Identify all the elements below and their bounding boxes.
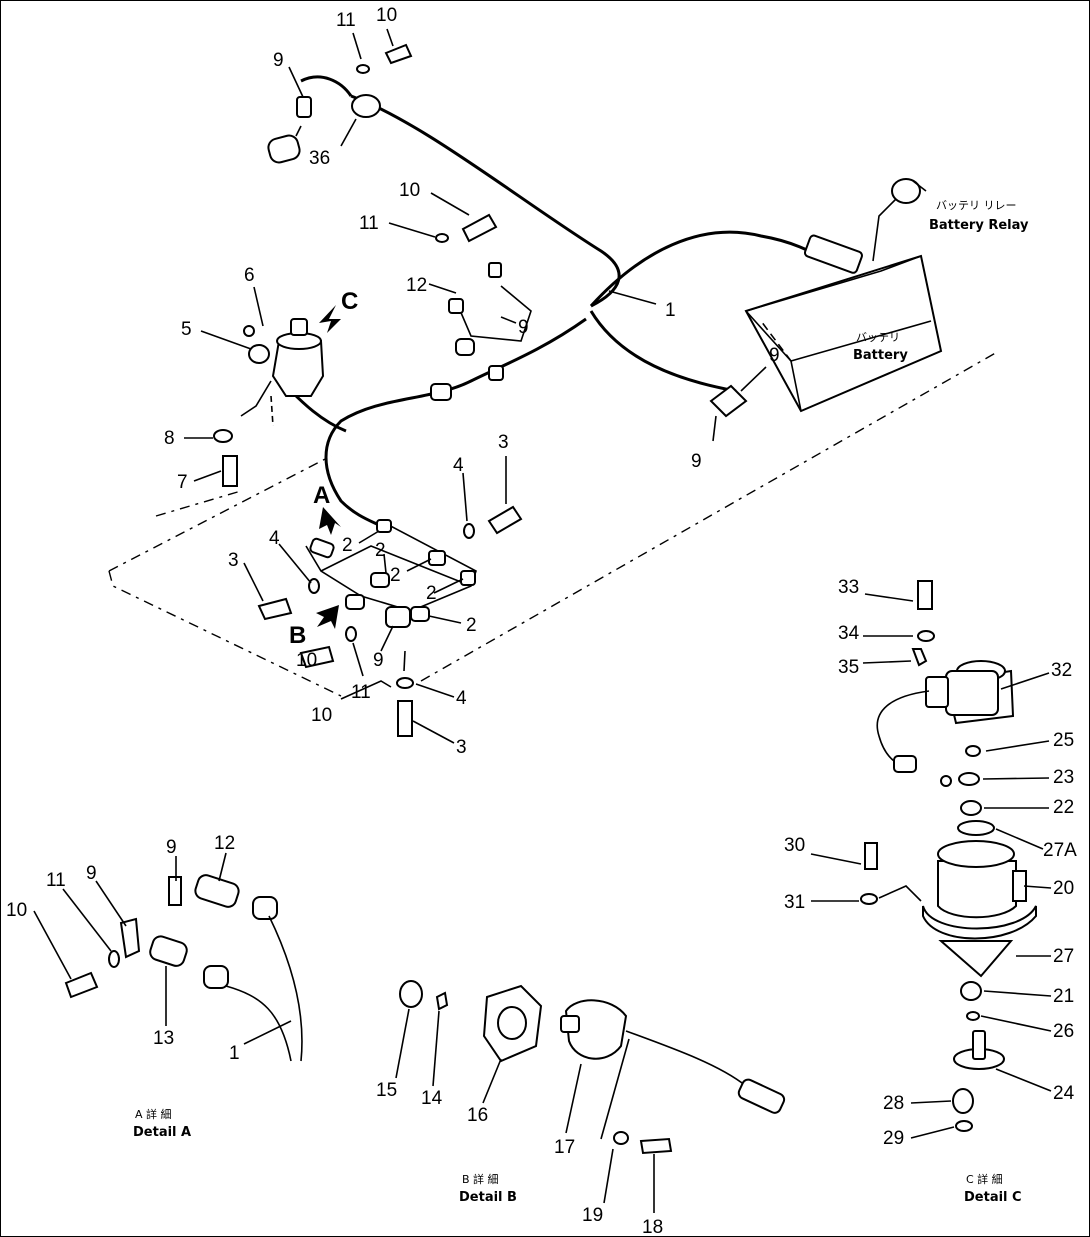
- callout-31: 31: [784, 892, 805, 913]
- callout-32: 32: [1051, 660, 1072, 681]
- battery-relay: [872, 178, 927, 262]
- callout-11: 11: [351, 682, 371, 703]
- callouts-main: 11 10 9 36 10 11 12 9 1 6 5 8 7 9 9 3 4 …: [164, 5, 780, 758]
- callout-2: 2: [466, 615, 477, 636]
- callout-13: 13: [153, 1028, 174, 1049]
- callout-3: 3: [228, 550, 239, 571]
- detail-a-jp: A 詳 細: [135, 1107, 172, 1121]
- callout-22: 22: [1053, 797, 1074, 818]
- callout-4: 4: [456, 688, 467, 709]
- callout-30: 30: [784, 835, 805, 856]
- callout-27a: 27A: [1043, 840, 1077, 861]
- callout-1: 1: [665, 300, 676, 321]
- callout-25: 25: [1053, 730, 1074, 751]
- callout-23: 23: [1053, 767, 1074, 788]
- view-arrows: [316, 305, 341, 629]
- detail-c-jp: C 詳 細: [966, 1172, 1003, 1186]
- callout-29: 29: [883, 1128, 904, 1149]
- callout-28: 28: [883, 1093, 904, 1114]
- callout-2: 2: [342, 535, 353, 556]
- callouts-detail-c: 33 34 35 32 25 23 22 27A 30 20 31 27 21 …: [784, 577, 1077, 1205]
- callout-11: 11: [359, 213, 379, 234]
- callout-21: 21: [1053, 986, 1074, 1007]
- callout-9: 9: [166, 837, 177, 858]
- callout-10: 10: [296, 650, 317, 671]
- bracket-assembly: [257, 505, 523, 737]
- detail-c-en: Detail C: [964, 1190, 1022, 1205]
- battery-en: Battery: [853, 348, 908, 363]
- callout-10: 10: [399, 180, 420, 201]
- detail-c: [810, 580, 1052, 1139]
- view-letters: C A B: [289, 288, 358, 649]
- callout-5: 5: [181, 319, 192, 340]
- battery-relay-jp: バッテリ リレー: [936, 199, 1017, 212]
- callout-10: 10: [6, 900, 27, 921]
- callout-9: 9: [769, 345, 780, 366]
- callout-9: 9: [86, 863, 97, 884]
- callout-9: 9: [373, 650, 384, 671]
- leader-lines: [184, 28, 767, 744]
- callout-14: 14: [421, 1088, 443, 1109]
- callout-9: 9: [518, 317, 529, 338]
- callout-26: 26: [1053, 1021, 1074, 1042]
- detail-b-jp: B 詳 細: [462, 1172, 499, 1186]
- view-c-label: C: [341, 288, 358, 315]
- callout-20: 20: [1053, 878, 1074, 899]
- callout-19: 19: [582, 1205, 603, 1226]
- callout-12: 12: [406, 275, 427, 296]
- battery-clamp: [709, 384, 748, 442]
- frame-outline: [108, 350, 1000, 697]
- connector-36: [267, 43, 413, 164]
- arrow-b-icon: [316, 605, 339, 629]
- callout-12: 12: [214, 833, 235, 854]
- callout-34: 34: [838, 623, 860, 644]
- callout-10: 10: [376, 5, 397, 26]
- arrow-c-icon: [319, 305, 341, 333]
- battery-jp: バッテリ: [856, 331, 900, 344]
- callout-3: 3: [498, 432, 509, 453]
- callout-2: 2: [390, 565, 401, 586]
- detail-b-en: Detail B: [459, 1190, 517, 1205]
- callout-27: 27: [1053, 946, 1074, 967]
- callout-17: 17: [554, 1137, 575, 1158]
- starter-relay: [213, 318, 325, 487]
- detail-a: [33, 852, 303, 1062]
- callout-11: 11: [46, 870, 66, 891]
- callout-24: 24: [1053, 1083, 1075, 1104]
- callout-2: 2: [375, 540, 386, 561]
- callout-1: 1: [229, 1043, 240, 1064]
- callout-18: 18: [642, 1217, 663, 1237]
- callout-9: 9: [691, 451, 702, 472]
- battery-relay-en: Battery Relay: [929, 218, 1029, 233]
- view-a-label: A: [313, 482, 330, 509]
- component-labels: バッテリ リレー Battery Relay バッテリ Battery: [853, 199, 1029, 363]
- view-b-label: B: [289, 622, 306, 649]
- callout-15: 15: [376, 1080, 397, 1101]
- callout-36: 36: [309, 148, 330, 169]
- callout-7: 7: [177, 472, 188, 493]
- callouts-detail-b: 15 14 16 17 19 18 B 詳 細 Detail B: [376, 1080, 663, 1237]
- callouts-detail-a: 10 11 9 9 12 13 1 A 詳 細 Detail A: [6, 833, 240, 1140]
- clamp-cluster: [430, 213, 504, 401]
- detail-a-en: Detail A: [133, 1125, 191, 1140]
- callout-8: 8: [164, 428, 175, 449]
- arrow-a-icon: [319, 507, 341, 535]
- callout-9: 9: [273, 50, 284, 71]
- callout-4: 4: [269, 528, 280, 549]
- battery: [744, 234, 943, 413]
- detail-b: [395, 980, 786, 1213]
- callout-3: 3: [456, 737, 467, 758]
- wire-harness: [289, 75, 832, 528]
- callout-6: 6: [244, 265, 255, 286]
- callout-11: 11: [336, 10, 356, 31]
- callout-10: 10: [311, 705, 332, 726]
- callout-16: 16: [467, 1105, 488, 1126]
- callout-35: 35: [838, 657, 859, 678]
- callout-33: 33: [838, 577, 859, 598]
- callout-4: 4: [453, 455, 464, 476]
- callout-2: 2: [426, 583, 437, 604]
